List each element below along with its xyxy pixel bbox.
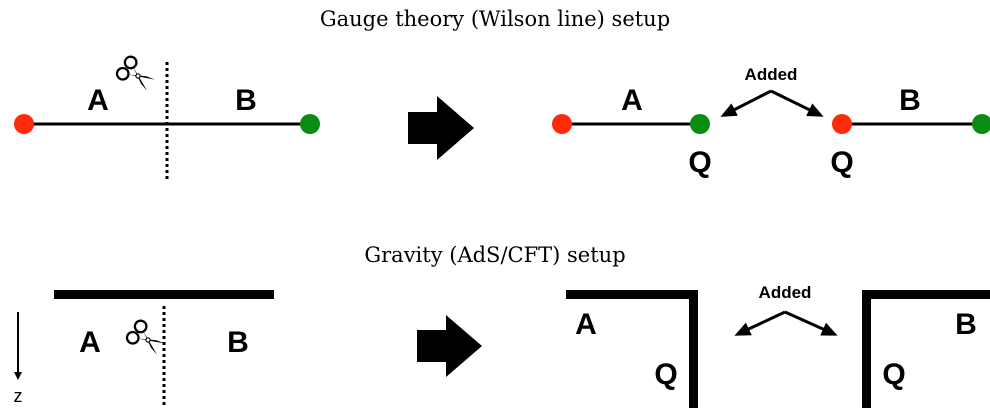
region-b-label: B xyxy=(235,84,257,117)
z-axis-label: z xyxy=(14,386,23,406)
gravity-left-panel: A B xyxy=(54,290,274,408)
z-axis: z xyxy=(14,312,23,406)
region-a-label: A xyxy=(87,84,109,117)
region-b-label: B xyxy=(899,84,921,117)
double-arrow-icon xyxy=(734,310,838,336)
region-a-label: A xyxy=(621,84,643,117)
red-endpoint xyxy=(14,114,34,134)
right-arrow-icon xyxy=(408,96,474,160)
gauge-title: Gauge theory (Wilson line) setup xyxy=(320,7,670,31)
gauge-right-panel: A B Q Q Added xyxy=(552,65,990,179)
quark-label-left: Q xyxy=(654,358,677,391)
ads-boundary xyxy=(54,290,274,299)
scissors-icon xyxy=(123,317,170,361)
scissors-icon xyxy=(113,53,160,97)
boundary-a xyxy=(566,290,698,299)
red-endpoint xyxy=(832,114,852,134)
added-label: Added xyxy=(745,65,798,84)
gauge-left-panel: A B xyxy=(14,53,320,182)
green-endpoint xyxy=(690,114,710,134)
quark-label-right: Q xyxy=(830,146,853,179)
region-a-label: A xyxy=(79,326,101,359)
region-b-label: B xyxy=(955,308,977,341)
green-endpoint xyxy=(300,114,320,134)
string-a xyxy=(689,290,698,408)
red-endpoint xyxy=(552,114,572,134)
quark-label-left: Q xyxy=(688,146,711,179)
region-a-label: A xyxy=(575,308,597,341)
boundary-b xyxy=(862,290,990,299)
right-arrow-icon xyxy=(417,315,482,377)
region-b-label: B xyxy=(227,326,249,359)
added-label: Added xyxy=(759,283,812,302)
double-arrow-icon xyxy=(720,89,824,117)
quark-label-right: Q xyxy=(882,358,905,391)
gravity-title: Gravity (AdS/CFT) setup xyxy=(364,243,625,267)
green-endpoint xyxy=(972,114,990,134)
gravity-right-panel: A B Q Q Added xyxy=(566,283,990,408)
string-b xyxy=(862,290,871,408)
